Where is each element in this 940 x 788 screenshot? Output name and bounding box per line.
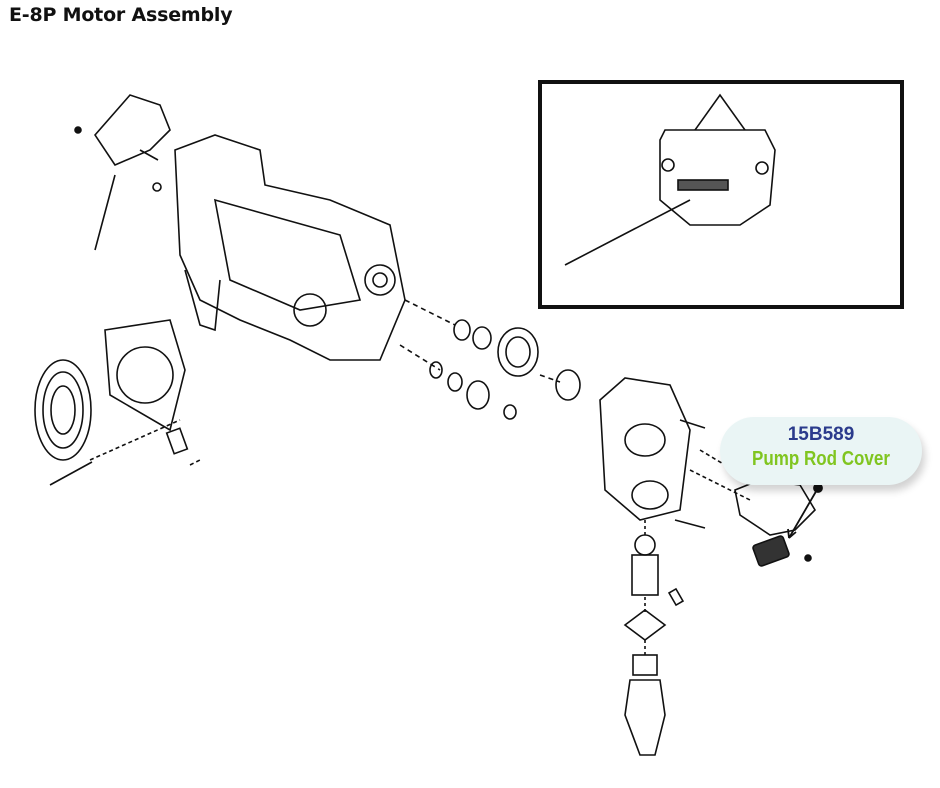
gear-housing (599, 377, 706, 529)
motor-cover-plate (74, 94, 171, 251)
inset-rod-cover-detail (564, 93, 776, 266)
part-name: Pump Rod Cover (752, 448, 890, 470)
fan-guard (34, 359, 93, 486)
part-callout: 15B589 Pump Rod Cover (720, 417, 922, 485)
cooling-fan (104, 319, 189, 455)
page-title: E-8P Motor Assembly (9, 4, 233, 26)
gear-train (429, 319, 581, 420)
motor-housing (174, 134, 406, 361)
inset-detail-frame (538, 80, 904, 309)
pump-assembly (623, 534, 685, 756)
part-number: 15B589 (787, 424, 855, 445)
pump-rod-cover-plate (734, 479, 817, 567)
